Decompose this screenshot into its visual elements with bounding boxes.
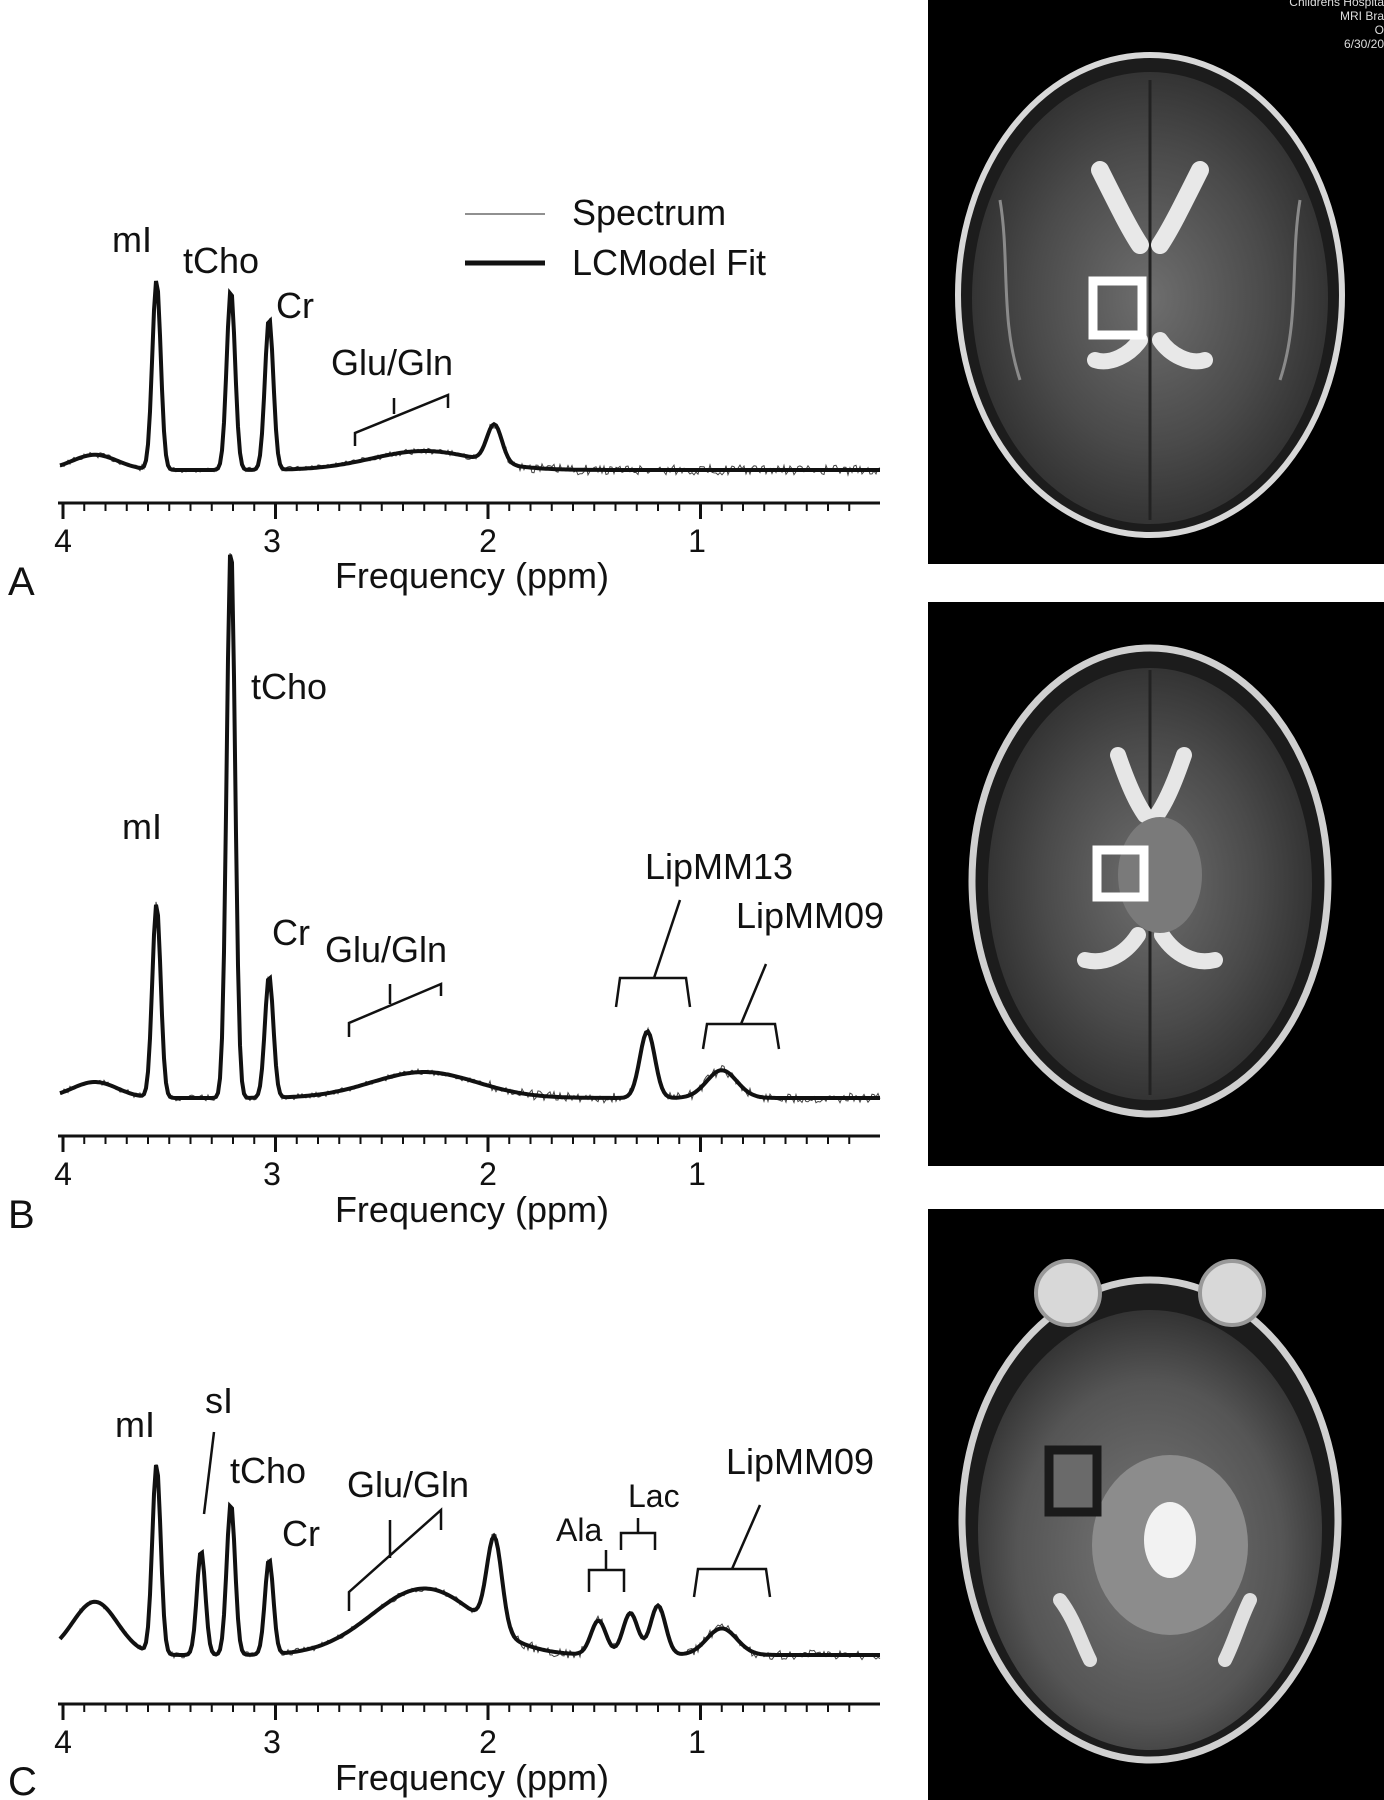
peak-label-c-ala: Ala: [556, 1512, 602, 1548]
fit-trace-c: [58, 1464, 880, 1657]
spectrum-panel-a: 4 3 2 1 Frequency (ppm) A mI tCho Cr Glu…: [8, 219, 881, 604]
bracket-b-glu: [347, 982, 443, 1037]
x-axis-label-c: Frequency (ppm): [335, 1757, 609, 1798]
mri-roi-a: [1088, 276, 1147, 340]
bracket-b-lipmm13: [614, 899, 692, 1008]
mri-roi-c: [1044, 1445, 1102, 1517]
panel-label-a: A: [8, 560, 35, 604]
mri-header-line4: 6/30/20: [1344, 37, 1384, 51]
peak-label-c-glu: Glu/Gln: [347, 1464, 469, 1505]
peak-label-c-cr: Cr: [282, 1513, 320, 1554]
tick-label-b-3: 3: [263, 1156, 281, 1192]
tick-label-b-2: 2: [479, 1156, 497, 1192]
tick-label-c-4: 4: [54, 1724, 72, 1760]
tick-label-a-1: 1: [688, 523, 706, 559]
legend: Spectrum LCModel Fit: [465, 192, 766, 283]
peak-label-c-si: sI: [205, 1380, 233, 1421]
mri-roi-b: [1092, 845, 1149, 902]
x-axis-label-a: Frequency (ppm): [335, 555, 609, 596]
mri-header-line3: O: [1375, 23, 1384, 37]
x-axis-label-b: Frequency (ppm): [335, 1189, 609, 1230]
fit-trace-b: [59, 554, 880, 1100]
peak-label-b-mi: mI: [122, 806, 162, 847]
mri-image-b: [928, 602, 1384, 1166]
bracket-c-lipmm09: [692, 1504, 772, 1598]
spectrum-panel-b: 4 3 2 1 Frequency (ppm) B mI tCho Cr Glu…: [8, 552, 884, 1237]
tick-label-c-2: 2: [479, 1724, 497, 1760]
mri-image-c: [928, 1209, 1384, 1800]
tick-label-c-3: 3: [263, 1724, 281, 1760]
spectrum-trace-b: [59, 552, 881, 1105]
spectrum-trace-a: [59, 281, 881, 477]
mri-header-line1: Childrens Hospita: [1289, 0, 1384, 9]
peak-label-a-tcho: tCho: [183, 240, 259, 281]
peak-label-b-cr: Cr: [272, 912, 310, 953]
bracket-a-glu: [353, 393, 450, 446]
peak-label-a-glu: Glu/Gln: [331, 342, 453, 383]
legend-spectrum-label: Spectrum: [572, 192, 726, 233]
peak-label-c-lac: Lac: [628, 1478, 680, 1514]
tick-label-c-1: 1: [688, 1724, 706, 1760]
mri-header-line2: MRI Bra: [1340, 9, 1384, 23]
peak-label-a-mi: mI: [112, 219, 152, 260]
peak-label-b-lipmm13: LipMM13: [645, 846, 793, 887]
tick-label-a-3: 3: [263, 523, 281, 559]
peak-label-b-lipmm09: LipMM09: [736, 895, 884, 936]
x-ticks-c: [61, 1704, 851, 1720]
panel-label-b: B: [8, 1193, 35, 1237]
fit-trace-a: [59, 280, 880, 472]
spectrum-panel-c: 4 3 2 1 Frequency (ppm) C mI sI tCho Cr …: [8, 1380, 881, 1800]
leader-c-si: [202, 1431, 216, 1515]
tick-label-a-4: 4: [54, 523, 72, 559]
bracket-b-lipmm09: [701, 963, 781, 1050]
peak-label-a-cr: Cr: [276, 285, 314, 326]
peak-label-c-lipmm09: LipMM09: [726, 1441, 874, 1482]
peak-label-c-tcho: tCho: [230, 1450, 306, 1491]
bracket-c-glu: [347, 1507, 443, 1611]
tick-label-a-2: 2: [479, 523, 497, 559]
bracket-c-ala: [587, 1550, 626, 1592]
peak-label-c-mi: mI: [115, 1404, 155, 1445]
peak-label-b-glu: Glu/Gln: [325, 929, 447, 970]
x-ticks-b: [61, 1136, 851, 1152]
legend-fit-label: LCModel Fit: [572, 242, 766, 283]
mri-image-a: Childrens Hospita MRI Bra O 6/30/20: [928, 0, 1384, 564]
tick-label-b-1: 1: [688, 1156, 706, 1192]
x-ticks-a: [61, 503, 851, 519]
bracket-c-lac: [619, 1518, 657, 1550]
tick-label-b-4: 4: [54, 1156, 72, 1192]
panel-label-c: C: [8, 1760, 37, 1800]
peak-label-b-tcho: tCho: [251, 666, 327, 707]
spectrum-trace-c: [59, 1464, 881, 1661]
